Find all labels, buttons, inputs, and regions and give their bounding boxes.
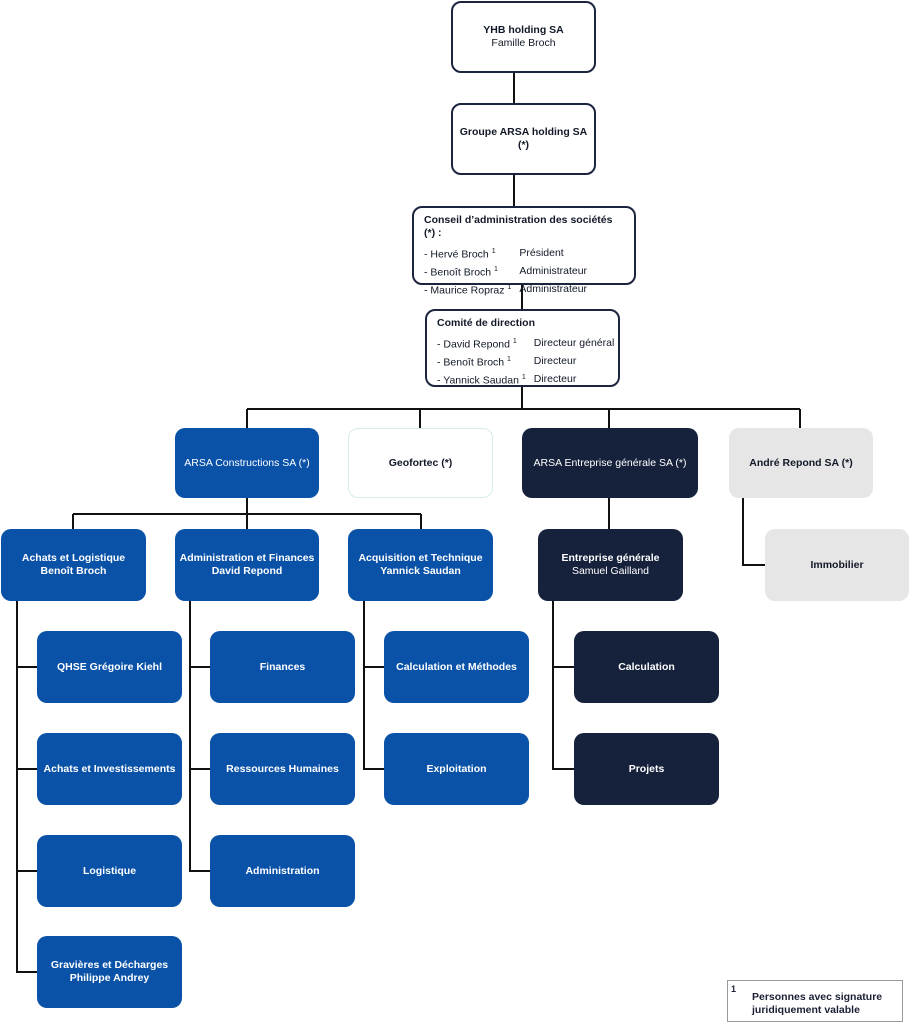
member-name: - Benoît Broch — [437, 356, 505, 369]
member-role: Administrateur — [519, 282, 588, 295]
andre-repond-box: André Repond SA (*) — [729, 428, 873, 498]
member-role: Directeur — [533, 354, 577, 367]
member-role: Administrateur — [519, 264, 588, 277]
immobilier-name: Immobilier — [810, 558, 864, 571]
unit-name: Ressources Humaines — [226, 762, 339, 775]
administration-finances-box: Administration et Finances David Repond — [175, 529, 319, 601]
unit-projets-box: Projets — [574, 733, 719, 805]
unit-name: Achats et Investissements — [43, 762, 176, 775]
geofortec-box: Geofortec (*) — [348, 428, 493, 498]
unit-name: QHSE Grégoire Kiehl — [56, 660, 163, 673]
comite-members: - David Repond 1 Directeur général - Ben… — [437, 335, 622, 389]
andre-repond-name: André Repond SA (*) — [749, 456, 853, 469]
dept-name: Achats et Logistique — [21, 552, 126, 564]
entreprise-generale-box: Entreprise générale Samuel Gailland — [538, 529, 683, 601]
groupe-arsa-box: Groupe ARSA holding SA (*) — [451, 103, 596, 175]
unit-ressources-humaines-box: Ressources Humaines — [210, 733, 355, 805]
dept-head: David Repond — [211, 565, 283, 577]
unit-calculation-box: Calculation — [574, 631, 719, 703]
unit-name: Calculation et Méthodes — [396, 660, 517, 673]
yhb-holding-box: YHB holding SA Famille Broch — [451, 1, 596, 73]
comite-member-row: - Benoît Broch 1 Directeur — [437, 353, 622, 371]
comite-direction-box: Comité de direction - David Repond 1 Dir… — [425, 309, 620, 387]
unit-achats-investissements-box: Achats et Investissements — [37, 733, 182, 805]
unit-gravieres-box: Gravières et Décharges Philippe Andrey — [37, 936, 182, 1008]
immobilier-box: Immobilier — [765, 529, 909, 601]
arsa-constructions-box: ARSA Constructions SA (*) — [175, 428, 319, 498]
unit-finances-box: Finances — [210, 631, 355, 703]
member-name: - Maurice Ropraz — [424, 284, 505, 297]
dept-name: Entreprise générale — [561, 552, 660, 564]
legend-line-1: Personnes avec signature — [752, 991, 883, 1003]
legend-number: 1 — [731, 984, 737, 994]
legend-line-2: juridiquement valable — [752, 1004, 860, 1016]
unit-name: Logistique — [82, 864, 137, 877]
arsa-entreprise-generale-box: ARSA Entreprise générale SA (*) — [522, 428, 698, 498]
member-name: - Hervé Broch — [424, 248, 489, 261]
dept-head: Samuel Gailland — [571, 565, 650, 577]
member-role: Président — [519, 246, 564, 259]
unit-head: Philippe Andrey — [69, 972, 150, 984]
achats-logistique-box: Achats et Logistique Benoît Broch — [1, 529, 146, 601]
unit-name: Gravières et Décharges — [50, 959, 169, 971]
member-role: Directeur général — [533, 336, 615, 349]
conseil-member-row: - Hervé Broch 1 Président — [424, 245, 595, 263]
dept-name: Administration et Finances — [179, 552, 315, 564]
dept-head: Yannick Saudan — [380, 565, 461, 577]
comite-member-row: - David Repond 1 Directeur général — [437, 335, 622, 353]
arsa-constructions-name: ARSA Constructions SA (*) — [184, 456, 310, 469]
member-name: - David Repond — [437, 338, 510, 351]
conseil-member-row: - Benoît Broch 1 Administrateur — [424, 263, 595, 281]
arsa-entreprise-name: ARSA Entreprise générale SA (*) — [533, 456, 687, 469]
conseil-member-row: - Maurice Ropraz 1 Administrateur — [424, 281, 595, 299]
conseil-administration-box: Conseil d’administration des sociétés (*… — [412, 206, 636, 297]
unit-exploitation-box: Exploitation — [384, 733, 529, 805]
member-name: - Yannick Saudan — [437, 374, 519, 387]
unit-qhse-box: QHSE Grégoire Kiehl — [37, 631, 182, 703]
yhb-holding-name: YHB holding SA — [483, 24, 564, 36]
comite-title: Comité de direction — [437, 317, 536, 329]
unit-name: Exploitation — [426, 762, 487, 775]
groupe-arsa-name: Groupe ARSA holding SA (*) — [459, 126, 588, 151]
member-name: - Benoît Broch — [424, 266, 492, 279]
unit-calculation-methodes-box: Calculation et Méthodes — [384, 631, 529, 703]
unit-name: Projets — [628, 762, 665, 775]
dept-name: Acquisition et Technique — [358, 552, 483, 564]
dept-head: Benoît Broch — [40, 565, 107, 577]
signature-legend: 1 Personnes avec signature juridiquement… — [727, 980, 903, 1022]
unit-administration-box: Administration — [210, 835, 355, 907]
unit-name: Administration — [245, 864, 320, 877]
comite-member-row: - Yannick Saudan 1 Directeur — [437, 371, 622, 389]
conseil-members: - Hervé Broch 1 Président - Benoît Broch… — [424, 245, 595, 299]
geofortec-name: Geofortec (*) — [388, 456, 453, 469]
conseil-title: Conseil d’administration des sociétés (*… — [424, 214, 613, 239]
unit-logistique-box: Logistique — [37, 835, 182, 907]
acquisition-technique-box: Acquisition et Technique Yannick Saudan — [348, 529, 493, 601]
unit-name: Calculation — [618, 660, 675, 673]
unit-name: Finances — [259, 660, 306, 673]
legend-text: Personnes avec signature juridiquement v… — [752, 991, 882, 1017]
yhb-holding-sub: Famille Broch — [491, 37, 556, 49]
member-role: Directeur — [533, 372, 577, 385]
